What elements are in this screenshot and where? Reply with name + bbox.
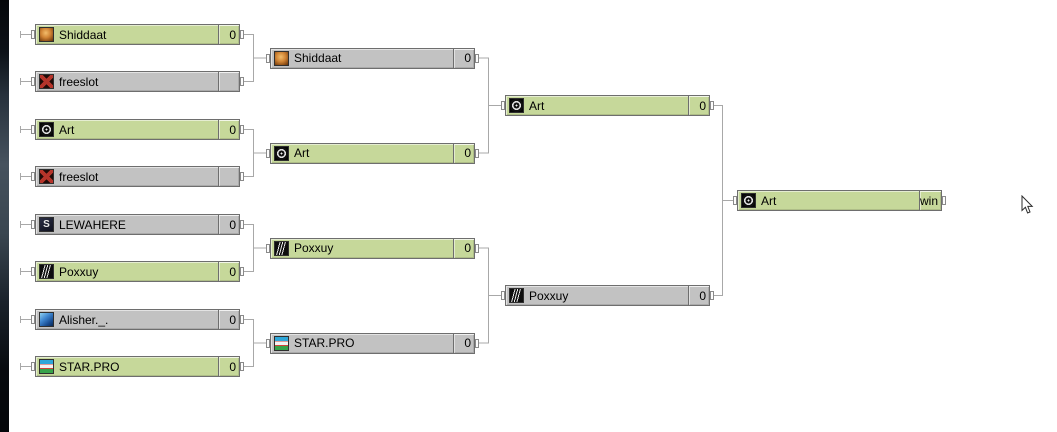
- freeslot-icon: [39, 74, 54, 89]
- connector-port-right: [475, 338, 479, 348]
- slot-r1-starpro[interactable]: STAR.PRO 0: [31, 356, 244, 377]
- player-name: Art: [294, 146, 310, 160]
- connector-port-left: [266, 148, 270, 158]
- mouse-cursor: [1021, 195, 1034, 214]
- score-value: 0: [218, 215, 239, 234]
- connector-port-right: [942, 196, 946, 205]
- player-name: Art: [761, 193, 777, 208]
- score-value: 0: [453, 48, 474, 68]
- starpro-icon: [274, 335, 289, 351]
- connector-port-left: [501, 101, 505, 110]
- player-name: STAR.PRO: [59, 359, 120, 374]
- lewahere-icon: [39, 217, 54, 232]
- connector-port-left: [31, 77, 35, 86]
- player-name: STAR.PRO: [294, 336, 355, 350]
- connector-port-right: [240, 30, 244, 39]
- connector-port-right: [240, 267, 244, 276]
- score-value: 0: [218, 262, 239, 281]
- score-value: 0: [453, 143, 474, 163]
- connector-port-left: [31, 125, 35, 134]
- connector-port-right: [240, 220, 244, 229]
- slot-r1-alisher[interactable]: Alisher._. 0: [31, 309, 244, 330]
- slot-r2-art[interactable]: Art 0: [266, 142, 479, 164]
- desktop-edge-strip: [0, 0, 9, 432]
- connector-port-right: [710, 291, 714, 300]
- art-icon: [274, 145, 289, 161]
- slot-r2-shiddaat[interactable]: Shiddaat 0: [266, 47, 479, 69]
- player-name: Shiddaat: [294, 51, 342, 65]
- slot-r2-poxxuy[interactable]: Poxxuy 0: [266, 237, 479, 259]
- connector-port-right: [475, 148, 479, 158]
- connector-port-right: [710, 101, 714, 110]
- score-value: 0: [453, 333, 474, 353]
- connector-port-left: [31, 315, 35, 324]
- slot-r1-freeslot-2[interactable]: freeslot: [31, 166, 244, 187]
- poxxuy-icon: [274, 240, 289, 256]
- art-icon: [39, 122, 54, 137]
- slot-r1-lewahere[interactable]: LEWAHERE 0: [31, 214, 244, 235]
- freeslot-icon: [39, 169, 54, 184]
- connector-port-left: [266, 243, 270, 253]
- score-value: 0: [688, 96, 709, 115]
- slot-final-art[interactable]: Art win: [733, 190, 946, 211]
- slot-r1-poxxuy[interactable]: Poxxuy 0: [31, 261, 244, 282]
- connector-port-right: [240, 77, 244, 86]
- slot-r1-art[interactable]: Art 0: [31, 119, 244, 140]
- connector-port-left: [31, 267, 35, 276]
- score-value: 0: [218, 25, 239, 44]
- alisher-icon: [39, 312, 54, 327]
- connector-port-left: [31, 362, 35, 371]
- player-name: Art: [529, 98, 545, 113]
- player-name: freeslot: [59, 169, 99, 184]
- score-value: 0: [218, 310, 239, 329]
- poxxuy-icon: [509, 288, 524, 303]
- player-name: freeslot: [59, 74, 99, 89]
- score-value: 0: [453, 238, 474, 258]
- slot-r3-art[interactable]: Art 0: [501, 95, 714, 116]
- shiddaat-icon: [274, 50, 289, 66]
- score-value: 0: [218, 120, 239, 139]
- connector-port-left: [266, 338, 270, 348]
- score-value: [218, 167, 239, 186]
- starpro-icon: [39, 359, 54, 374]
- slot-r1-shiddaat[interactable]: Shiddaat 0: [31, 24, 244, 45]
- connector-port-left: [501, 291, 505, 300]
- connector-port-right: [240, 172, 244, 181]
- connector-port-right: [240, 125, 244, 134]
- connector-port-left: [31, 220, 35, 229]
- connector-port-left: [266, 53, 270, 63]
- player-name: Poxxuy: [294, 241, 334, 255]
- connector-port-right: [240, 315, 244, 324]
- poxxuy-icon: [39, 264, 54, 279]
- slot-r2-starpro[interactable]: STAR.PRO 0: [266, 332, 479, 354]
- player-name: Poxxuy: [59, 264, 99, 279]
- art-icon: [509, 98, 524, 113]
- connector-port-left: [31, 30, 35, 39]
- score-value: [218, 72, 239, 91]
- slot-r1-freeslot-1[interactable]: freeslot: [31, 71, 244, 92]
- shiddaat-icon: [39, 27, 54, 42]
- slot-r3-poxxuy[interactable]: Poxxuy 0: [501, 285, 714, 306]
- player-name: Art: [59, 122, 75, 137]
- connector-port-left: [733, 196, 737, 205]
- connector-port-right: [475, 53, 479, 63]
- player-name: Poxxuy: [529, 288, 569, 303]
- score-value: 0: [218, 357, 239, 376]
- connector-port-left: [31, 172, 35, 181]
- connector-port-right: [475, 243, 479, 253]
- player-name: LEWAHERE: [59, 217, 126, 232]
- score-value: 0: [688, 286, 709, 305]
- player-name: Shiddaat: [59, 27, 107, 42]
- score-value: win: [918, 191, 941, 210]
- player-name: Alisher._.: [59, 312, 109, 327]
- connector-port-right: [240, 362, 244, 371]
- art-icon: [741, 193, 756, 208]
